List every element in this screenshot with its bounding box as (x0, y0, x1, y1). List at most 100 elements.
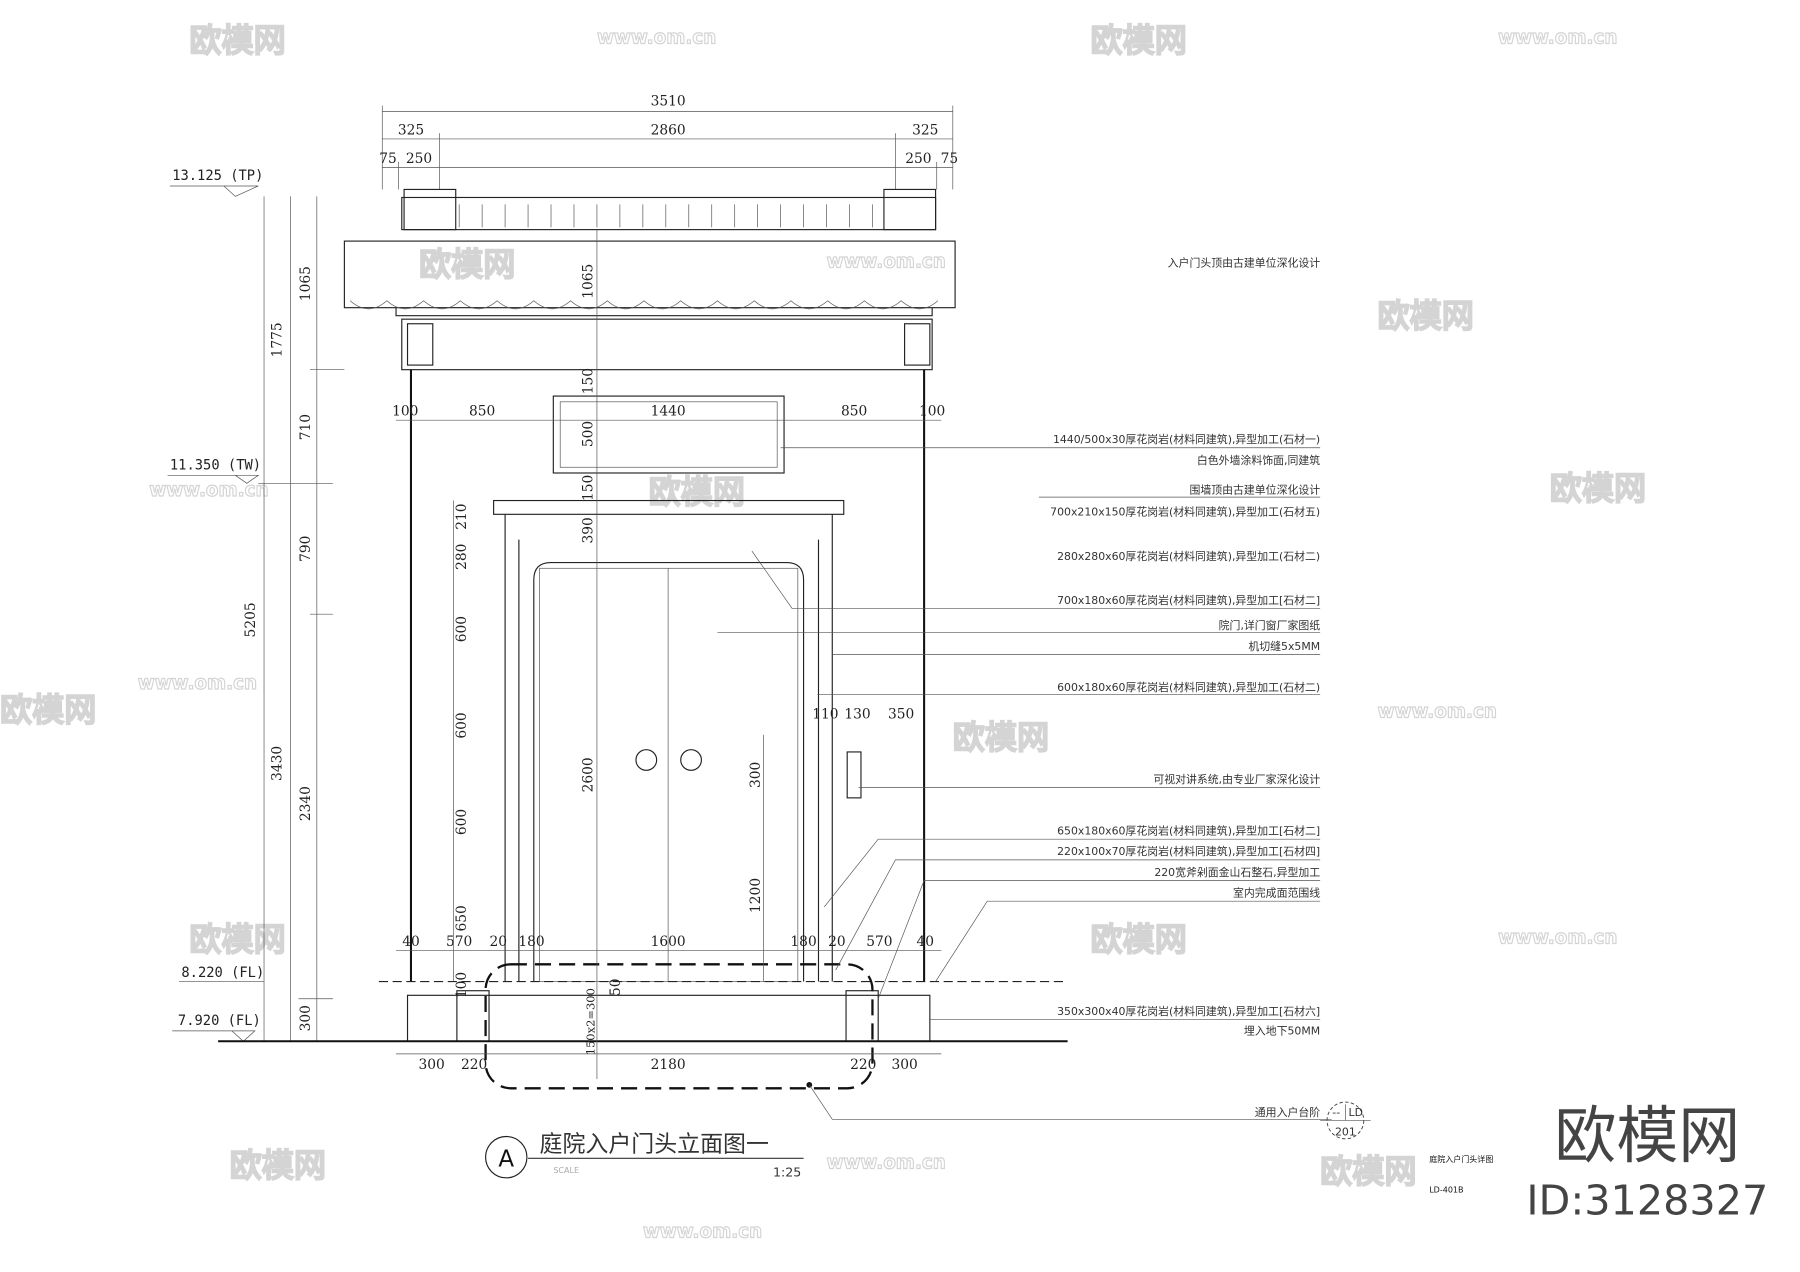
dim: 100 (454, 972, 470, 998)
dim: 150 (580, 475, 596, 501)
dim: 300 (891, 1057, 917, 1073)
watermark-brand: 欧模网 (189, 22, 285, 60)
level-tp: 13.125 (TP) (172, 168, 263, 184)
watermark-url: www.om.cn (1498, 928, 1617, 949)
note: 700x180x60厚花岗岩(材料同建筑),异型加工[石材二] (1057, 593, 1320, 607)
watermark-brand: 欧模网 (0, 691, 96, 729)
dim: 2600 (580, 757, 596, 792)
dim: 500 (580, 421, 596, 447)
watermark-brand: 欧模网 (1550, 469, 1646, 507)
dim: 50 (608, 979, 624, 997)
note: 700x210x150厚花岗岩(材料同建筑),异型加工(石材五) (1050, 504, 1320, 518)
dim: 300 (418, 1057, 444, 1073)
dim: 1200 (748, 878, 764, 913)
dim: 650 (454, 905, 470, 931)
note: 埋入地下50MM (1244, 1024, 1320, 1037)
detail-reference-symbol[interactable]: -- LD 201 (1320, 1101, 1371, 1140)
dim: 150x2=300 (584, 988, 598, 1055)
dim-total-width: 3510 (651, 94, 686, 110)
dim: 20 (489, 934, 507, 950)
dim-left: 325 (398, 122, 424, 138)
watermark-brand: 欧模网 (419, 246, 515, 284)
watermark-brand: 欧模网 (953, 719, 1049, 757)
dim: 1065 (580, 264, 596, 299)
sheet-info: 庭院入户门头详图 LD-401B 欧模网 ID:3128327 (1429, 1099, 1768, 1224)
watermark-url: www.om.cn (149, 480, 268, 501)
dim: 40 (402, 934, 420, 950)
inner-dimensions: 100 850 1440 850 100 40 570 20 180 1600 … (392, 229, 945, 1080)
sheet-number: LD-401B (1429, 1186, 1463, 1195)
watermark-url: www.om.cn (1498, 28, 1617, 49)
annotations: 入户门头顶由古建单位深化设计 1440/500x30厚花岗岩(材料同建筑),异型… (717, 255, 1371, 1140)
title-label: A (498, 1146, 514, 1172)
dim: 110 (812, 707, 838, 723)
left-dimensions: 5205 1775 3430 1065 710 790 2340 300 (243, 196, 345, 1042)
fret-ornament-left (403, 188, 457, 231)
dim: 570 (866, 934, 892, 950)
dim: 20 (828, 934, 846, 950)
eaves-tiles (343, 240, 956, 309)
dim: 300 (748, 762, 764, 788)
fret-ornament-right (883, 188, 937, 231)
dim: 850 (469, 404, 495, 420)
dim: 180 (518, 934, 544, 950)
dim-3430: 3430 (269, 746, 285, 781)
intercom-panel (846, 751, 862, 799)
level-fl-2: 7.920 (FL) (178, 1013, 261, 1029)
dim: 350 (888, 707, 914, 723)
note: 院门,详门窗厂家图纸 (1219, 618, 1321, 632)
note: 600x180x60厚花岗岩(材料同建筑),异型加工(石材二) (1057, 680, 1320, 694)
detail-ref-right: LD (1349, 1106, 1363, 1119)
dim: 600 (454, 616, 470, 642)
dim-1775: 1775 (269, 322, 285, 357)
model-id: ID:3128327 (1526, 1177, 1768, 1225)
dim: 600 (454, 809, 470, 835)
dim-1065: 1065 (298, 266, 314, 301)
dim: 570 (446, 934, 472, 950)
dim: 390 (580, 517, 596, 543)
scale-label: SCALE (553, 1166, 579, 1175)
note: 220x100x70厚花岗岩(材料同建筑),异型加工[石材四] (1057, 844, 1320, 858)
dim-r75: 75 (941, 151, 959, 167)
top-dimensions: 3510 325 2860 325 75 250 250 75 (379, 94, 958, 190)
dim: 150 (580, 368, 596, 394)
detail-ref-top: -- (1332, 1106, 1340, 1119)
dim: 2180 (651, 1057, 686, 1073)
brand-logo: 欧模网 (1554, 1099, 1740, 1172)
title-text: 庭院入户门头立面图一 (540, 1131, 769, 1157)
dim-790: 790 (298, 536, 314, 562)
dim: 210 (454, 503, 470, 529)
watermark-url: www.om.cn (597, 28, 716, 49)
dim: 220 (461, 1057, 487, 1073)
dim-300: 300 (298, 1005, 314, 1031)
watermark-brand: 欧模网 (1378, 297, 1474, 335)
watermark-url: www.om.cn (643, 1222, 762, 1243)
dim: 220 (850, 1057, 876, 1073)
note: 通用入户台阶 (1255, 1105, 1320, 1119)
dim: 280 (454, 544, 470, 570)
note: 1440/500x30厚花岗岩(材料同建筑),异型加工(石材一) (1053, 432, 1320, 446)
detail-ref-bottom: 201 (1335, 1125, 1356, 1138)
name-plaque (552, 395, 785, 474)
gate-elevation (218, 188, 1332, 1120)
note: 650x180x60厚花岗岩(材料同建筑),异型加工[石材二] (1057, 824, 1320, 838)
dim: 130 (844, 707, 870, 723)
dim: 600 (454, 712, 470, 738)
watermark-brand: 欧模网 (189, 921, 285, 959)
level-fl-1: 8.220 (FL) (181, 965, 264, 981)
note: 机切缝5x5MM (1248, 639, 1320, 653)
dim: 180 (790, 934, 816, 950)
dim-5205: 5205 (243, 602, 259, 637)
dim-l250: 250 (406, 151, 432, 167)
dim-mid: 2860 (651, 122, 686, 138)
note: 室内完成面范围线 (1233, 886, 1320, 900)
watermark-brand: 欧模网 (649, 473, 745, 511)
dim-710: 710 (298, 414, 314, 440)
watermark-url: www.om.cn (1378, 702, 1497, 723)
watermark-brand: 欧模网 (1320, 1152, 1416, 1190)
note: 白色外墙涂料饰面,同建筑 (1197, 453, 1320, 467)
note: 350x300x40厚花岗岩(材料同建筑),异型加工[石材六] (1057, 1004, 1320, 1018)
door-knocker-left (635, 749, 658, 771)
level-markers: 13.125 (TP) 11.350 (TW) 8.220 (FL) 7.920… (167, 168, 264, 1042)
